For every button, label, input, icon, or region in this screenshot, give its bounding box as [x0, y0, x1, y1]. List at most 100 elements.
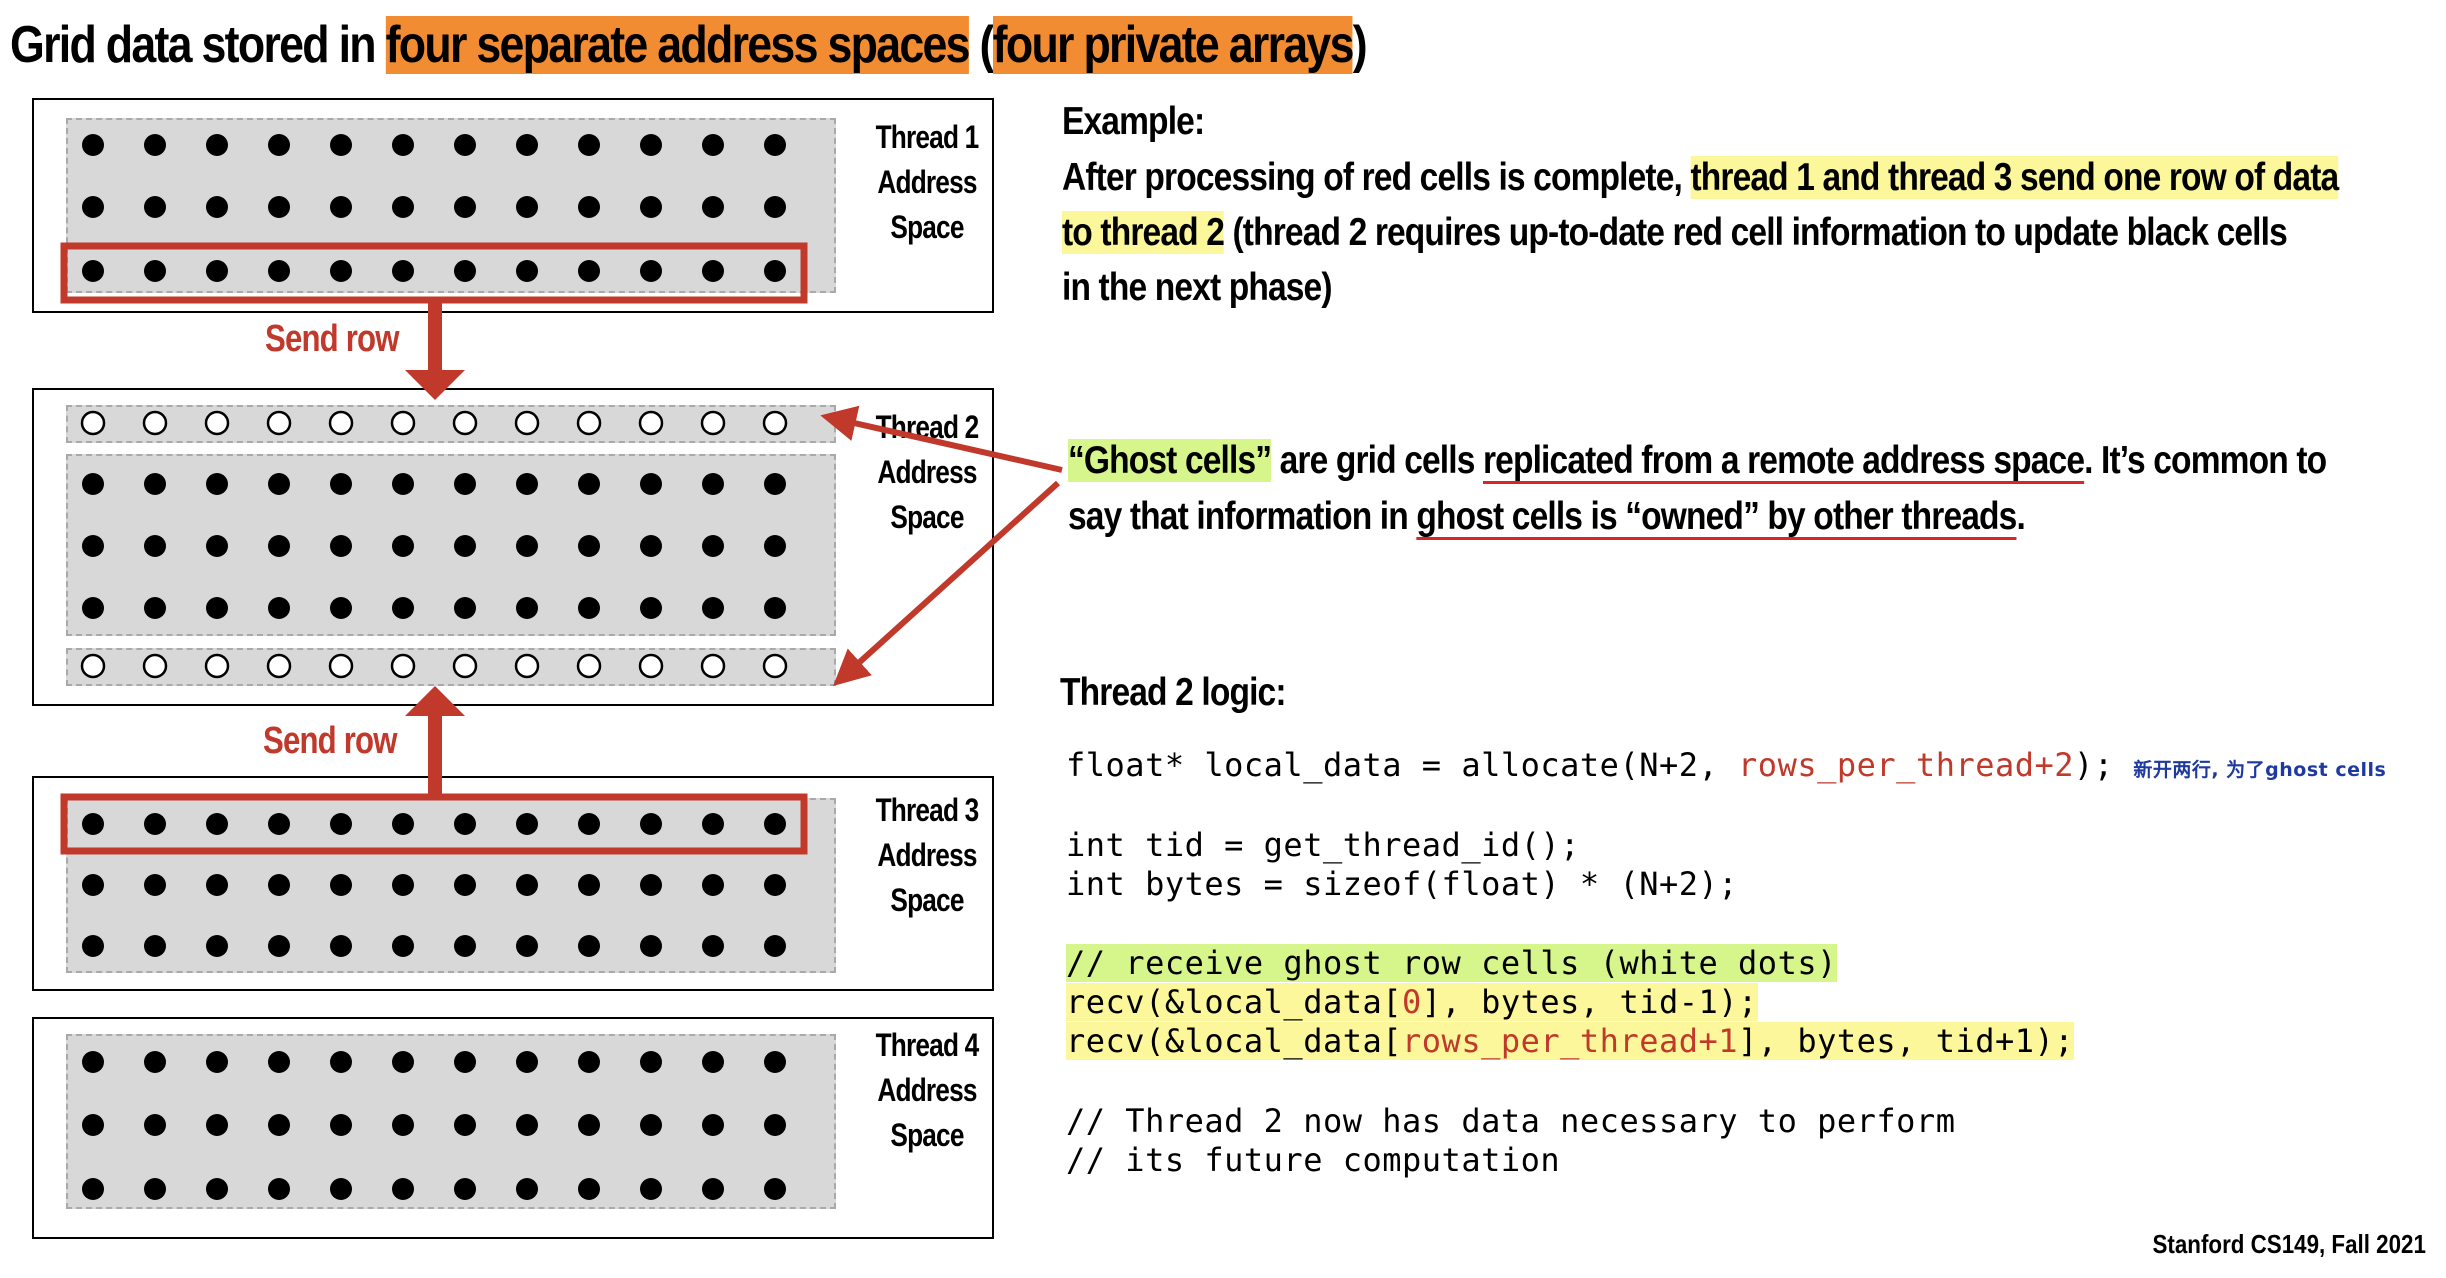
grid-cell-dot [516, 874, 538, 896]
grid-cell-dot [702, 473, 724, 495]
grid-cell-dot [640, 1178, 662, 1200]
grid-cell-dot [578, 473, 600, 495]
code-red-text: rows_per_thread+1 [1402, 1022, 1739, 1060]
code-line-recv-2: recv(&local_data[rows_per_thread+1], byt… [1066, 1022, 2075, 1061]
grid-cell-dot [268, 813, 290, 835]
grid-cell-dot [206, 260, 228, 282]
grid-cell-dot [206, 597, 228, 619]
code-line-comment: // receive ghost row cells (white dots) [1066, 944, 1837, 983]
ghost-cell-dot [514, 653, 540, 679]
grid-cell-dot [702, 260, 724, 282]
grid-cell-dot [82, 1114, 104, 1136]
grid-cell-dot [206, 1178, 228, 1200]
grid-cell-dot [268, 874, 290, 896]
footer-credit: Stanford CS149, Fall 2021 [2152, 1229, 2426, 1259]
send-row-label-bottom: Send row [263, 720, 398, 762]
annotation-note: 新开两行, 为了ghost cells [2133, 759, 2387, 781]
code-text: ], bytes, tid-1); [1421, 983, 1758, 1021]
grid-cell-dot [392, 473, 414, 495]
grid-cell-dot [206, 535, 228, 557]
grid-cell-dot [702, 196, 724, 218]
grid-cell-dot [454, 935, 476, 957]
grid-cell-dot [144, 1114, 166, 1136]
grid-cell-dot [764, 196, 786, 218]
code-comment-highlight: // receive ghost row cells (white dots) [1066, 944, 1837, 982]
grid-cell-dot [640, 813, 662, 835]
code-line-comment-2: // Thread 2 now has data necessary to pe… [1066, 1102, 1956, 1140]
grid-cell-dot [454, 134, 476, 156]
grid-cell-dot [330, 473, 352, 495]
thread-label-line: Space [890, 882, 964, 918]
ghost-text: . [2016, 495, 2025, 538]
example-highlight: to thread 2 [1062, 211, 1225, 254]
grid-cell-dot [144, 935, 166, 957]
ghost-pointer-arrow-bottom [833, 480, 1061, 687]
grid-cell-dot [330, 1114, 352, 1136]
grid-cell-dot [640, 597, 662, 619]
grid-cell-dot [640, 196, 662, 218]
grid-cell-dot [640, 260, 662, 282]
grid-cell-dot [578, 1051, 600, 1073]
send-row-label-top: Send row [265, 318, 400, 360]
ghost-cell-dot [80, 653, 106, 679]
ghost-pointer-arrow-top [820, 405, 1063, 473]
grid-cell-dot [392, 260, 414, 282]
grid-cell-dot [578, 535, 600, 557]
grid-cell-dot [392, 1114, 414, 1136]
thread-3-label: Thread 3 Address Space [874, 788, 981, 923]
grid-cell-dot [144, 535, 166, 557]
grid-cell-dot [640, 935, 662, 957]
send-arrow-down-head [405, 370, 465, 400]
grid-cell-dot [82, 813, 104, 835]
ghost-cell-dot [700, 653, 726, 679]
ghost-text: say that information in [1068, 495, 1417, 538]
grid-cell-dot [206, 935, 228, 957]
grid-cell-dot [640, 1114, 662, 1136]
logic-heading: Thread 2 logic: [1060, 671, 1287, 714]
grid-cell-dot [144, 874, 166, 896]
grid-cell-dot [454, 1051, 476, 1073]
grid-cell-dot [764, 535, 786, 557]
grid-cell-dot [516, 935, 538, 957]
example-line-2: to thread 2 (thread 2 requires up-to-dat… [1062, 205, 2288, 260]
grid-cell-dot [454, 260, 476, 282]
ghost-cell-dot [80, 410, 106, 436]
grid-cell-dot [330, 597, 352, 619]
grid-cell-dot [516, 260, 538, 282]
grid-cell-dot [392, 597, 414, 619]
thread-label-line: Thread 4 [875, 1027, 980, 1063]
grid-cell-dot [82, 134, 104, 156]
send-arrow-up-head [405, 686, 465, 716]
code-text: recv(&local_data[ [1066, 983, 1403, 1021]
grid-cell-dot [516, 813, 538, 835]
grid-cell-dot [144, 597, 166, 619]
grid-cell-dot [702, 1178, 724, 1200]
grid-cell-dot [206, 1114, 228, 1136]
grid-cell-dot [454, 597, 476, 619]
thread-label-line: Thread 1 [875, 119, 980, 155]
grid-cell-dot [454, 1178, 476, 1200]
grid-cell-dot [82, 874, 104, 896]
thread-label-line: Space [890, 209, 964, 245]
grid-cell-dot [578, 1178, 600, 1200]
grid-cell-dot [516, 1178, 538, 1200]
ghost-cells-line-1: “Ghost cells” are grid cells replicated … [1068, 433, 2327, 488]
grid-cell-dot [578, 1114, 600, 1136]
example-heading: Example: [1062, 100, 1205, 143]
grid-cell-dot [702, 874, 724, 896]
grid-cell-dot [454, 473, 476, 495]
code-line-comment-3: // its future computation [1066, 1141, 1561, 1179]
thread-label-line: Address [877, 164, 977, 200]
code-line-bytes: int bytes = sizeof(float) * (N+2); [1066, 865, 1739, 903]
grid-cell-dot [392, 813, 414, 835]
grid-cell-dot [454, 535, 476, 557]
grid-cell-dot [268, 134, 290, 156]
grid-cell-dot [206, 813, 228, 835]
code-line-recv-1: recv(&local_data[0], bytes, tid-1); [1066, 983, 1758, 1022]
grid-cell-dot [144, 260, 166, 282]
example-text: (thread 2 requires up-to-date red cell i… [1224, 211, 2287, 254]
grid-cell-dot [578, 196, 600, 218]
example-text: After processing of red cells is complet… [1062, 156, 1691, 199]
ghost-cell-dot [328, 410, 354, 436]
grid-cell-dot [764, 874, 786, 896]
